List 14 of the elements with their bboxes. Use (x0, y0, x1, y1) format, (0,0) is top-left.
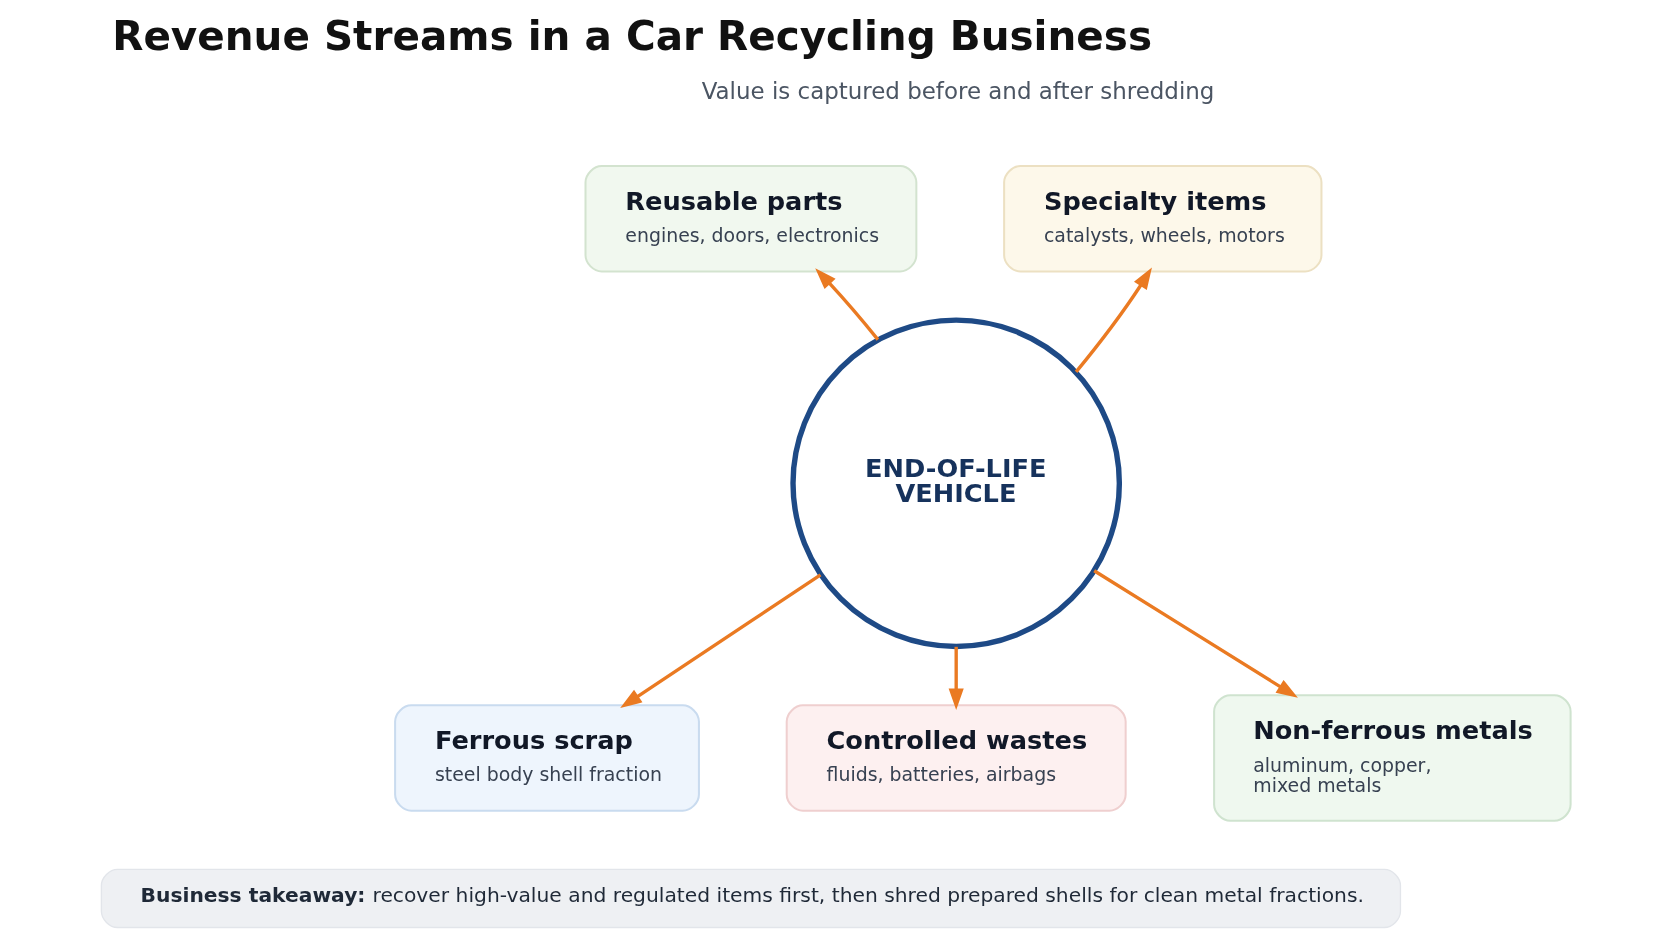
arrow (948, 646, 964, 711)
arrow (1093, 569, 1298, 698)
node-circle: END-OF-LIFE VEHICLE (790, 317, 1123, 650)
node-box: Specialty items catalysts, wheels, motors (1003, 165, 1323, 273)
node-box: Ferrous scrap steel body shell fraction (394, 704, 700, 812)
label: Value is captured before and after shredding (701, 77, 1215, 104)
node-box: Non-ferrous metals aluminum, copper, mixed metals (1213, 694, 1572, 822)
node-box: Business takeaway: recover high-value and regulated items first, then shred prepared shells for clean metal fractions. (100, 868, 1402, 929)
arrow (1074, 267, 1152, 373)
node-box: Controlled wastes fluids, batteries, airbags (785, 704, 1127, 812)
node-box: Reusable parts engines, doors, electronics (584, 165, 918, 273)
arrow (620, 573, 822, 708)
diagram-title: Revenue Streams in a Car Recycling Business (112, 11, 1152, 60)
arrow (815, 268, 880, 341)
